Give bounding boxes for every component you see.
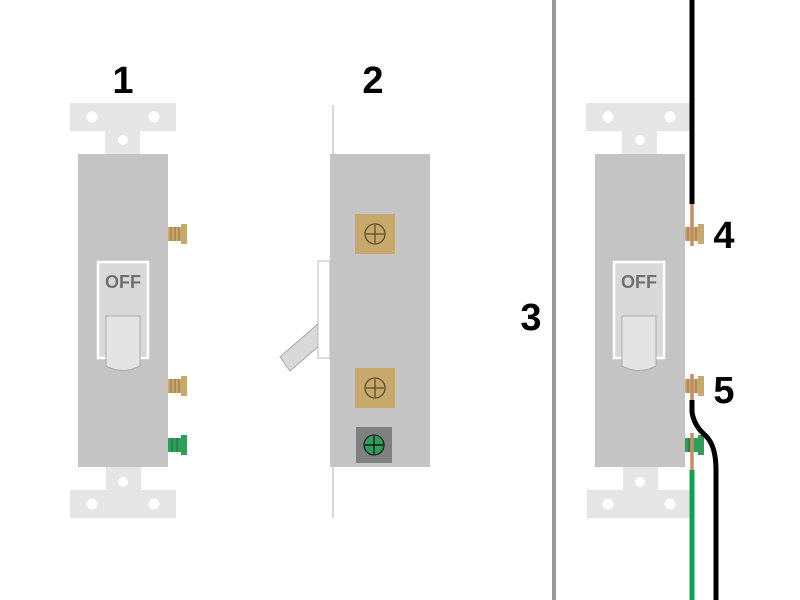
off-label: OFF: [621, 272, 657, 292]
label-2: 2: [362, 60, 383, 102]
ground-terminal: [168, 435, 187, 455]
switch-front-view: OFF 1: [70, 60, 187, 518]
hot-wire-bottom: [689, 374, 719, 600]
label-5: 5: [713, 370, 734, 412]
switch-body-side: [330, 154, 430, 467]
toggle-switch: OFF: [612, 260, 666, 371]
label-1: 1: [112, 60, 133, 102]
label-3: 3: [520, 297, 541, 339]
ground-screw-icon: [356, 427, 392, 463]
top-yoke: [586, 103, 692, 155]
switch-wired-view: OFF 4 5: [586, 0, 735, 600]
label-4: 4: [713, 215, 734, 257]
brass-terminal-top: [685, 224, 704, 244]
switch-side-view: 2: [279, 60, 430, 518]
bottom-yoke: [70, 466, 176, 518]
screw-icon: [355, 368, 395, 408]
toggle-lever: [279, 260, 331, 372]
toggle-switch: OFF: [96, 260, 150, 371]
ground-terminal: [685, 435, 704, 455]
top-yoke: [70, 103, 176, 155]
brass-terminal-bottom: [685, 376, 704, 396]
bottom-yoke: [587, 466, 693, 518]
screw-icon: [355, 214, 395, 254]
off-label: OFF: [105, 272, 141, 292]
brass-terminal-bottom: [168, 376, 187, 396]
brass-terminal-top: [168, 224, 187, 244]
